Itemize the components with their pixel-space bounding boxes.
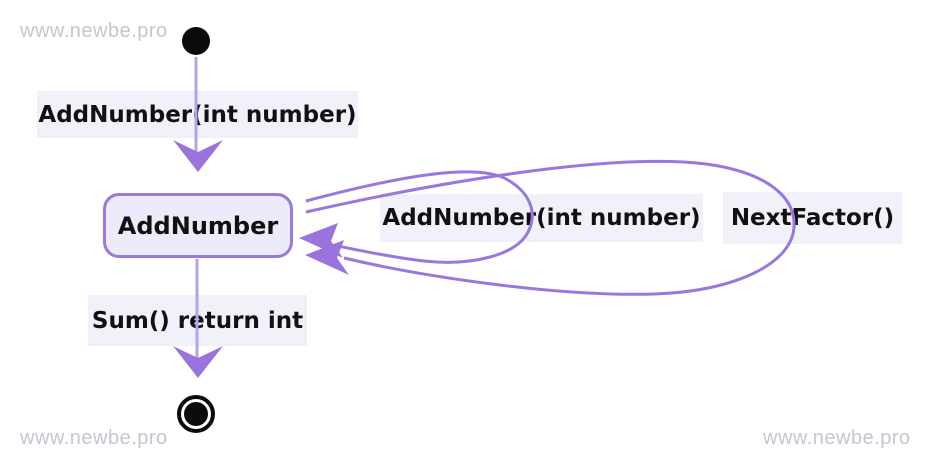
- arrowhead-self-loop-outer: [305, 240, 349, 275]
- watermark-bottom-left: www.newbe.pro: [20, 427, 168, 449]
- arrowhead-initial-to-addnumber: [173, 140, 223, 172]
- arrowhead-self-loop-inner: [299, 223, 343, 258]
- transition-label-addnumber-to-final: Sum() return int: [88, 295, 307, 346]
- final-state-core: [184, 402, 208, 426]
- watermark-bottom-right: www.newbe.pro: [763, 427, 911, 449]
- final-state-node: [177, 395, 215, 433]
- transition-label-self-loop-nextfactor: NextFactor(): [723, 192, 902, 244]
- initial-state-node: [182, 27, 210, 55]
- watermark-top-left: www.newbe.pro: [20, 20, 168, 42]
- transition-label-initial-to-addnumber: AddNumber(int number): [37, 91, 358, 138]
- arrowhead-addnumber-to-final: [173, 346, 223, 378]
- transition-label-self-loop-addnumber: AddNumber(int number): [380, 194, 703, 242]
- state-node-addnumber: AddNumber: [103, 193, 293, 258]
